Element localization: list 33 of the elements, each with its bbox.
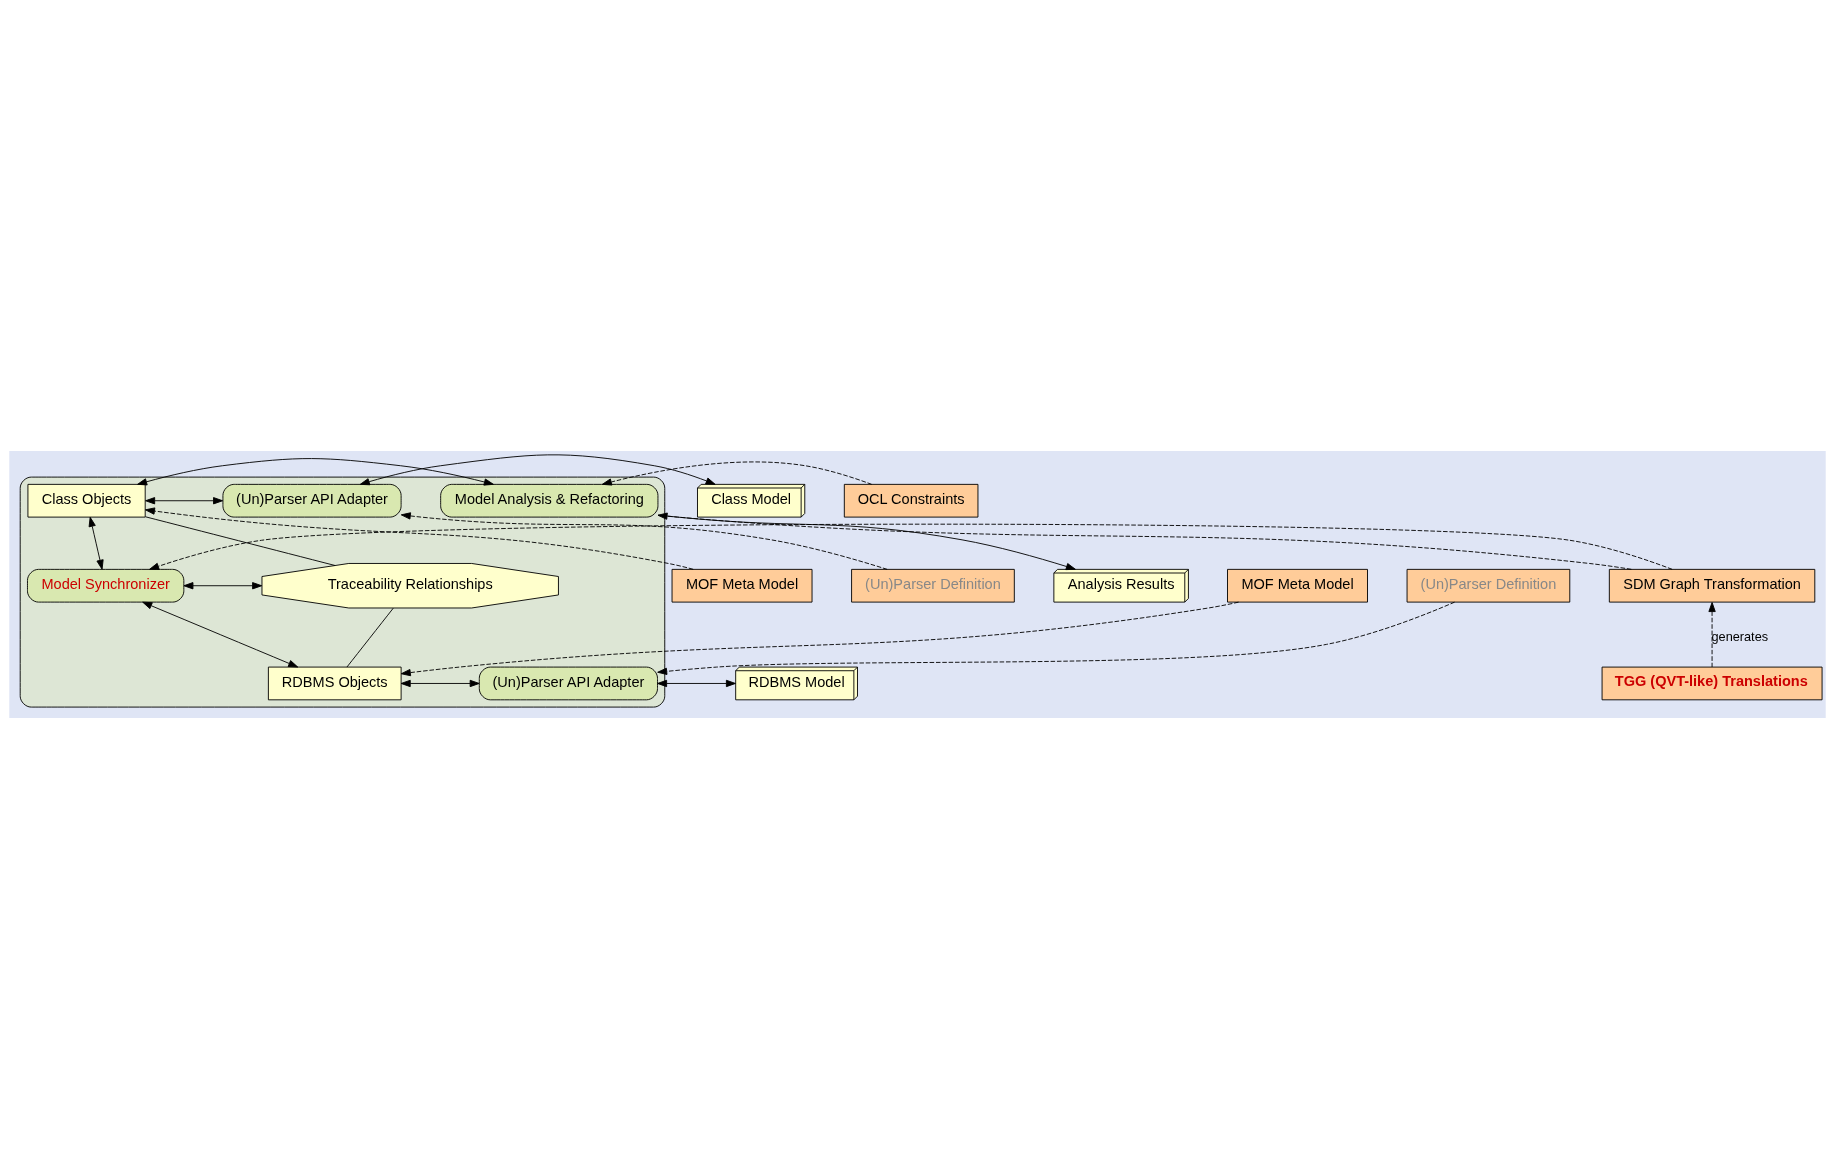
arrow	[657, 601, 1455, 675]
arrow	[601, 460, 873, 486]
node-box: MOF Meta Model	[1227, 568, 1368, 603]
node-box: (Un)Parser API Adapter	[222, 483, 402, 518]
arrow	[400, 601, 1240, 676]
arrow	[144, 506, 694, 570]
arrow	[137, 457, 494, 486]
connector	[346, 607, 394, 667]
arrow	[657, 514, 1076, 570]
node-box: OCL Constraints	[843, 483, 979, 518]
node-box: (Un)Parser API Adapter	[478, 666, 658, 700]
arrow	[88, 516, 104, 570]
arrow	[400, 511, 888, 570]
arrow	[183, 581, 263, 589]
node-box: Class Objects	[27, 483, 146, 518]
arrow	[1708, 601, 1716, 667]
arrow	[359, 453, 716, 485]
node-box: RDBMS Objects	[267, 666, 402, 700]
node-box: Model Analysis & Refactoring	[440, 483, 659, 518]
arrow	[657, 679, 736, 687]
node-box: (Un)Parser Definition	[851, 568, 1015, 603]
arrow	[657, 512, 1632, 570]
arrow	[400, 679, 480, 687]
connector	[145, 515, 336, 566]
edge-label: generates	[1711, 628, 1769, 644]
node-box: MOF Meta Model	[671, 568, 813, 603]
node-box: SDM Graph Transformation	[1608, 568, 1816, 603]
arrow	[142, 601, 299, 667]
node-box: (Un)Parser Definition	[1406, 568, 1571, 603]
node-box: TGG (QVT-like) Translations	[1601, 666, 1823, 700]
arrow	[145, 496, 224, 504]
node-box: Model Synchronizer	[27, 568, 185, 603]
arrow	[149, 523, 1673, 570]
